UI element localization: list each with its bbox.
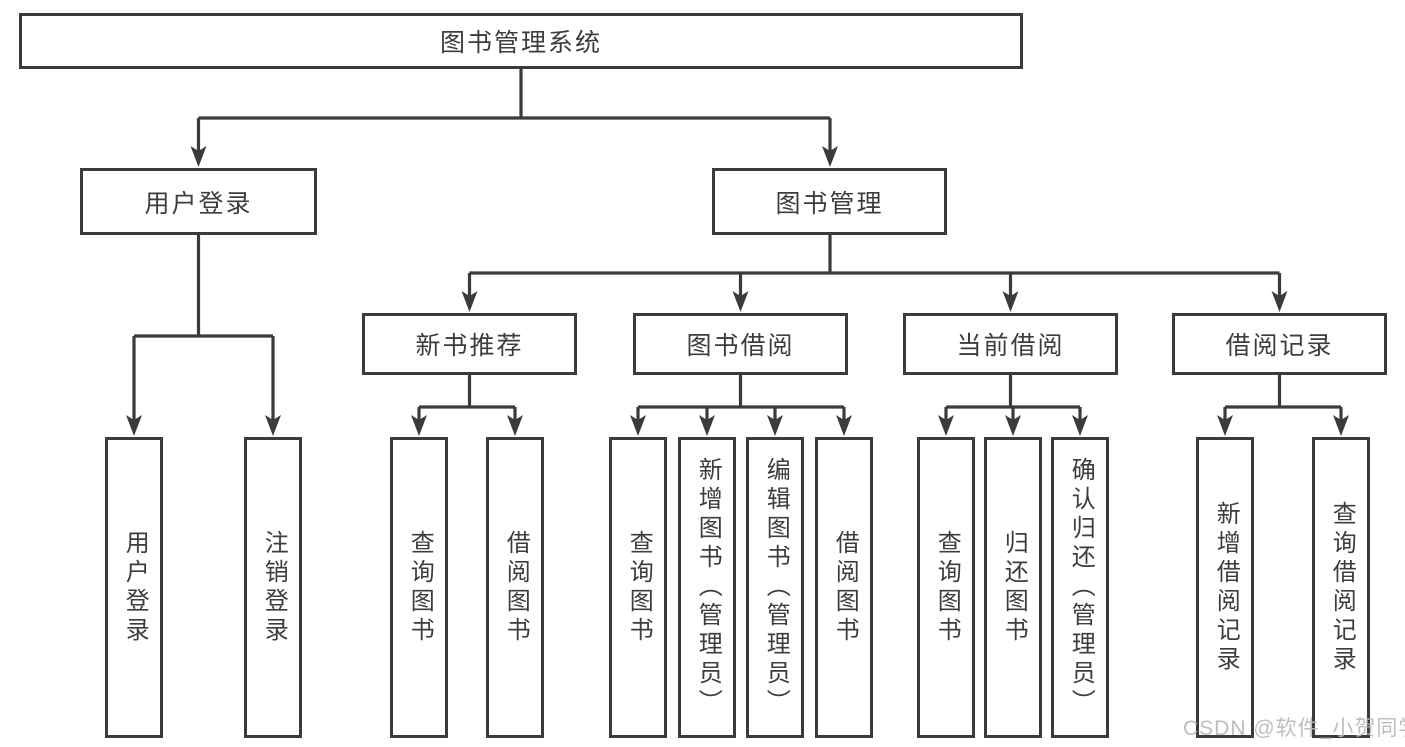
leaf-nbr-borrow-books-label: 借阅图书 — [502, 529, 530, 646]
node-book-management-label: 图书管理 — [775, 189, 884, 218]
leaf-bb-edit-books-admin-label: 编辑图书（管理员） — [762, 457, 790, 718]
leaf-bb-borrow-books-label: 借阅图书 — [831, 529, 859, 646]
node-current-borrow: 当前借阅 — [903, 313, 1118, 375]
leaf-user-login: 用户登录 — [105, 437, 163, 738]
leaf-logout: 注销登录 — [244, 437, 302, 738]
leaf-nbr-query-books: 查询图书 — [390, 437, 448, 738]
node-book-management: 图书管理 — [712, 168, 947, 235]
leaf-br-add-record-label: 新增借阅记录 — [1212, 500, 1240, 675]
node-borrow-record-label: 借阅记录 — [1225, 332, 1334, 360]
node-user-login-label: 用户登录 — [144, 189, 253, 218]
leaf-bb-add-books-admin: 新增图书（管理员） — [678, 437, 736, 738]
leaf-user-login-label: 用户登录 — [121, 529, 149, 646]
leaf-nbr-query-books-label: 查询图书 — [406, 529, 434, 646]
node-root-label: 图书管理系统 — [439, 29, 602, 57]
leaf-br-add-record: 新增借阅记录 — [1196, 437, 1254, 738]
leaf-bb-query-books-label: 查询图书 — [625, 529, 653, 646]
node-current-borrow-label: 当前借阅 — [956, 332, 1065, 360]
leaf-bb-borrow-books: 借阅图书 — [815, 437, 873, 738]
node-user-login: 用户登录 — [80, 168, 317, 235]
leaf-cb-return-books-label: 归还图书 — [1000, 529, 1028, 646]
node-book-borrow: 图书借阅 — [633, 313, 848, 375]
leaf-bb-query-books: 查询图书 — [609, 437, 667, 738]
node-new-book-recommend: 新书推荐 — [362, 313, 577, 375]
leaf-cb-confirm-return-admin-label: 确认归还（管理员） — [1067, 457, 1095, 718]
leaf-bb-edit-books-admin: 编辑图书（管理员） — [746, 437, 804, 738]
leaf-br-query-record-label: 查询借阅记录 — [1328, 500, 1356, 675]
node-book-borrow-label: 图书借阅 — [686, 332, 795, 360]
leaf-bb-add-books-admin-label: 新增图书（管理员） — [694, 457, 722, 718]
leaf-cb-query-books: 查询图书 — [917, 437, 975, 738]
leaf-cb-return-books: 归还图书 — [984, 437, 1042, 738]
leaf-br-query-record: 查询借阅记录 — [1312, 437, 1370, 738]
leaf-cb-confirm-return-admin: 确认归还（管理员） — [1051, 437, 1109, 738]
node-root: 图书管理系统 — [19, 13, 1023, 69]
leaf-logout-label: 注销登录 — [260, 529, 288, 646]
csdn-watermark: CSDN @软件_小贺同学 — [1183, 717, 1405, 740]
leaf-nbr-borrow-books: 借阅图书 — [486, 437, 544, 738]
node-new-book-recommend-label: 新书推荐 — [415, 332, 524, 360]
node-borrow-record: 借阅记录 — [1172, 313, 1387, 375]
leaf-cb-query-books-label: 查询图书 — [933, 529, 961, 646]
